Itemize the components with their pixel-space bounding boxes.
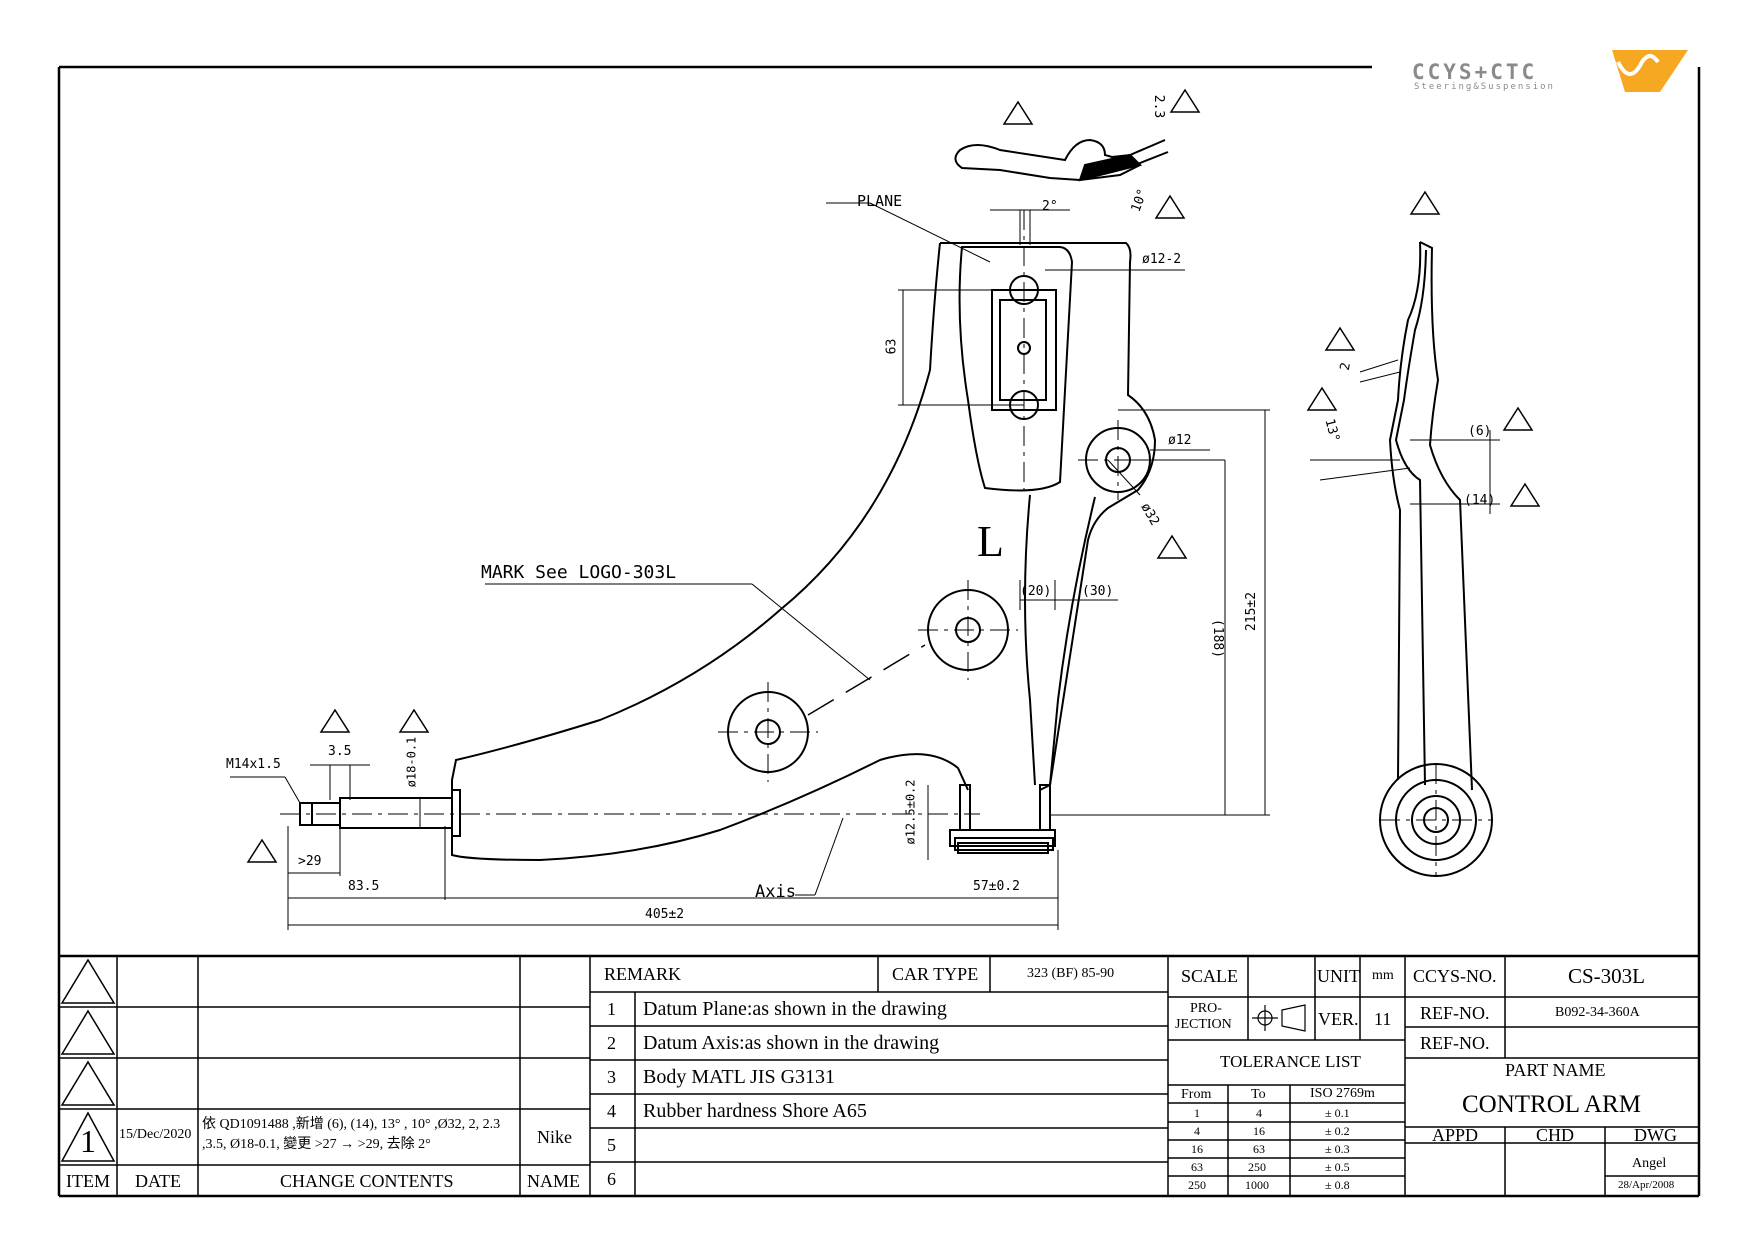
projection-symbol-icon [1252,1004,1306,1032]
revision-contents-1a: 依 QD1091488 ,新增 (6), (14), 13° , 10° ,Ø3… [202,1117,501,1132]
mark-label: MARK See LOGO-303L [481,562,677,583]
ref-no-label: REF-NO. [1420,1003,1490,1023]
tolerance-row-2-tol: ± 0.2 [1325,1124,1350,1138]
dim-188: (188) [1210,618,1226,659]
dim-12: ø12 [1168,433,1192,448]
projection-label-1: PRO- [1190,1001,1222,1016]
dim-29: >29 [298,854,322,869]
part-name-label: PART NAME [1505,1060,1606,1080]
remark-no-6: 6 [607,1169,616,1189]
dwg-date-value: 28/Apr/2008 [1618,1179,1675,1191]
revision-header-date: DATE [135,1171,181,1191]
revision-item-1: 1 [80,1123,96,1159]
car-type-value: 323 (BF) 85-90 [1027,966,1115,981]
remark-no-2: 2 [607,1033,616,1053]
axis-label: Axis [755,882,796,902]
remark-no-3: 3 [607,1067,616,1087]
dimension-lines [230,202,1270,930]
ccys-no-label: CCYS-NO. [1413,966,1497,986]
side-mark-label: L [977,517,1004,566]
dim-3-5: 3.5 [328,744,352,759]
tolerance-row-5-to: 1000 [1245,1178,1269,1192]
ver-label: VER. [1318,1009,1359,1029]
remark-text-1: Datum Plane:as shown in the drawing [643,998,947,1020]
revision-triangles [60,958,116,1162]
dwg-value: Angel [1632,1156,1667,1171]
unit-value: mm [1372,968,1394,983]
dim-18: ø18-0.1 [404,736,419,788]
remark-no-1: 1 [607,999,616,1019]
tolerance-title: TOLERANCE LIST [1220,1052,1361,1071]
dim-2-3: 2.3 [1151,94,1167,119]
remark-text-4: Rubber hardness Shore A65 [643,1100,867,1122]
dim-20: (20) [1020,584,1052,599]
tolerance-row-2-to: 16 [1253,1124,1265,1138]
side-view-dimensions [1310,359,1500,514]
revision-contents-1b: ,3.5, Ø18-0.1, 變更 >27 → >29, 去除 2° [202,1137,431,1152]
dim-12-5: ø12.5±0.2 [903,779,918,845]
logo-tagline: Steering&Suspension [1414,82,1555,92]
chd-label: CHD [1536,1125,1575,1145]
dim-83-5: 83.5 [348,879,380,894]
logo-brand: CCYS+CTC [1412,60,1538,84]
logo-mark-leader-dashed [807,644,926,716]
tolerance-header-from: From [1181,1087,1212,1102]
remark-no-5: 5 [607,1135,616,1155]
appd-label: APPD [1432,1125,1479,1145]
tolerance-row-4-from: 63 [1191,1160,1203,1174]
remark-no-4: 4 [607,1101,616,1121]
remark-header: REMARK [604,964,682,984]
scale-label: SCALE [1181,966,1239,986]
tolerance-row-4-tol: ± 0.5 [1325,1160,1350,1174]
plane-label: PLANE [857,192,903,210]
tolerance-row-5-tol: ± 0.8 [1325,1178,1350,1192]
tolerance-header-to: To [1251,1087,1266,1102]
title-block-grid [59,956,1699,1196]
remark-text-2: Datum Axis:as shown in the drawing [643,1032,940,1054]
control-arm-front-view [299,242,1157,862]
revision-name-1: Nike [537,1127,572,1147]
ref-no2-label: REF-NO. [1420,1033,1490,1053]
dim-2deg: 2° [1042,199,1058,214]
ref-no-value: B092-34-360A [1555,1005,1640,1020]
dim-57: 57±0.2 [973,879,1020,894]
remark-text-3: Body MATL JIS G3131 [643,1066,836,1088]
control-arm-side-view [1379,241,1493,877]
revision-header-item: ITEM [66,1171,110,1191]
projection-label-2: JECTION [1175,1017,1232,1032]
revision-header-name: NAME [527,1171,580,1191]
revision-date-1: 15/Dec/2020 [119,1127,192,1142]
dim-215: 215±2 [1244,591,1260,632]
tolerance-header-iso: ISO 2769m [1310,1086,1375,1101]
ver-value: 11 [1374,1009,1392,1029]
dim-63: 63 [884,338,900,355]
dim-6: (6) [1468,424,1492,439]
tolerance-row-1-from: 1 [1194,1106,1200,1120]
tolerance-row-3-to: 63 [1253,1142,1265,1156]
unit-label: UNIT [1317,966,1360,986]
ccys-no-value: CS-303L [1568,964,1646,988]
dim-30: (30) [1082,584,1114,599]
tolerance-row-3-from: 16 [1191,1142,1203,1156]
part-name-value: CONTROL ARM [1462,1091,1641,1118]
warning-triangles [246,88,1541,863]
dim-12-2: ø12-2 [1142,252,1182,267]
dim-405: 405±2 [645,907,685,922]
tolerance-row-2-from: 4 [1194,1124,1200,1138]
tolerance-row-4-to: 250 [1248,1160,1266,1174]
car-type-label: CAR TYPE [892,964,979,984]
drawing-frame [57,65,1701,1198]
dwg-label: DWG [1634,1125,1677,1145]
tolerance-row-1-tol: ± 0.1 [1325,1106,1350,1120]
dim-14: (14) [1464,493,1496,508]
thread-label: M14x1.5 [226,757,281,772]
company-logo [1612,50,1688,92]
clip-detail [954,138,1169,182]
tolerance-row-1-to: 4 [1256,1106,1262,1120]
revision-header-contents: CHANGE CONTENTS [280,1171,454,1191]
tolerance-row-3-tol: ± 0.3 [1325,1142,1350,1156]
tolerance-row-5-from: 250 [1188,1178,1206,1192]
